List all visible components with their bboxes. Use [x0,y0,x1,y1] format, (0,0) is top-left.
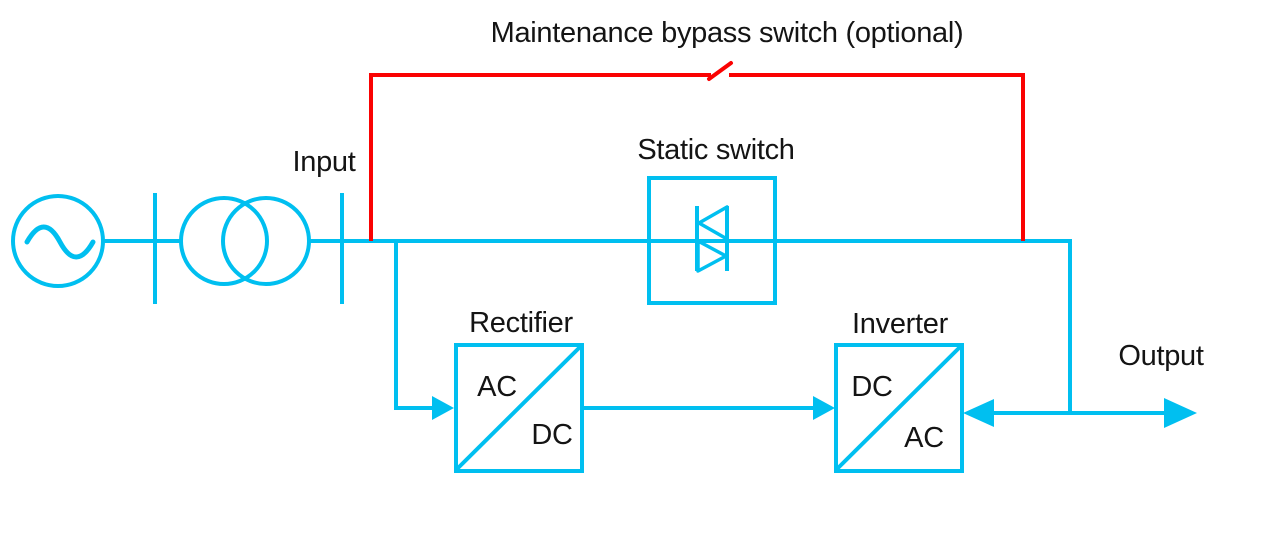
feed-line [394,241,433,410]
transformer-coil [179,196,269,286]
static-switch-label: Static switch [637,134,795,166]
rectifier-box [454,343,584,473]
output-label: Output [1118,340,1204,372]
triac-icon [695,205,729,273]
inverter-dc-label: DC [851,371,893,403]
converter-diagonal [835,344,963,471]
rectifier-ac-label: AC [477,371,517,403]
triac-triangle [696,239,728,273]
dc-link-line [582,396,835,420]
bypass-segment [369,73,711,241]
output-line [963,398,1197,428]
arrow-icon [963,399,994,427]
bypass-switch-label: Maintenance bypass switch (optional) [490,17,964,49]
arrow-icon [813,396,835,420]
ac-source-icon [11,194,105,288]
bypass-segment [729,73,1025,241]
inverter-ac-label: AC [904,422,944,454]
rectifier-label: Rectifier [469,307,573,339]
rectifier-dc-label: DC [531,419,573,451]
arrow-icon [1164,398,1197,428]
main-bus-line [103,239,1072,411]
static-switch-outline [647,176,777,305]
source-circle [11,194,105,288]
input-label: Input [292,146,356,178]
transformer-coil [221,196,311,286]
bypass-line [369,61,1025,241]
arrow-icon [432,396,454,420]
converter-outline [834,343,964,473]
inverter-box [834,343,964,473]
converter-diagonal [455,344,583,471]
static-switch-box [647,176,777,305]
transformer-icon [179,196,311,286]
rectifier-feed-line [394,241,454,420]
switch-blade-icon [707,61,733,81]
sine-wave-icon [24,224,96,260]
triac-triangle [697,205,729,241]
inverter-label: Inverter [852,308,948,340]
